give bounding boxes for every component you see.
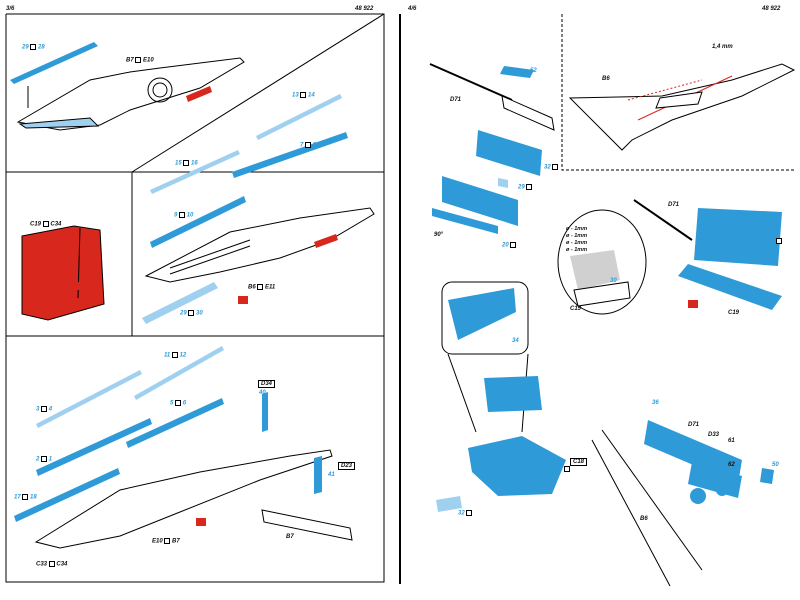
part-label: 33 — [468, 304, 475, 310]
remove-icon — [164, 538, 171, 544]
part-label: 20 — [502, 242, 517, 249]
photoetch-icon — [510, 242, 517, 248]
remove-icon — [135, 57, 142, 63]
ref-label: B7 E10 — [126, 57, 154, 64]
part-label: 52 — [530, 68, 537, 74]
part-label: 3 4 — [36, 406, 53, 413]
angle-label: 90° — [434, 232, 444, 238]
ref-label: D71 — [668, 202, 680, 208]
page-divider — [399, 14, 401, 584]
left-page: 3/6 48 922 — [5, 6, 385, 583]
part-label: 2 1 — [36, 456, 53, 463]
part-label: 29 — [518, 184, 533, 191]
ref-label: D71 — [450, 97, 462, 103]
ref-box: D34 — [258, 380, 276, 388]
ref-label: E10 B7 — [152, 538, 180, 545]
photoetch-icon — [171, 352, 178, 358]
dimension-label: 1,4 mm — [712, 44, 733, 50]
photoetch-icon — [179, 212, 186, 218]
part-label: 29 30 — [180, 310, 203, 317]
ref-label: B6 E11 — [248, 284, 276, 291]
part-label: 36 — [652, 400, 659, 406]
ref-box: D23 — [338, 462, 356, 470]
photoetch-icon — [175, 400, 182, 406]
ref-label: B6 — [602, 76, 610, 82]
photoetch-icon — [41, 456, 48, 462]
ref-label: C19 C34 — [30, 221, 62, 228]
page-code: 48 922 — [355, 6, 374, 12]
page-code: 48 922 — [762, 6, 781, 12]
part-label: 20 — [768, 238, 783, 245]
ref-label: C19 — [728, 310, 740, 316]
photoetch-icon — [22, 494, 29, 500]
photoetch-icon — [466, 510, 473, 516]
photoetch-icon — [30, 44, 37, 50]
paint-swatch — [688, 300, 698, 308]
photoetch-icon — [305, 142, 312, 148]
photoetch-icon — [183, 160, 190, 166]
part-label: 17 18 — [14, 494, 37, 501]
ref-label: D71 — [688, 422, 700, 428]
remove-icon — [42, 221, 49, 227]
ref-label: B6 — [640, 516, 648, 522]
ref-box: C18 — [570, 458, 588, 466]
part-label: 11 12 — [164, 352, 187, 359]
ref-label: C33 C34 — [36, 561, 68, 568]
part-label: 31 — [556, 466, 571, 473]
photoetch-icon — [776, 238, 783, 244]
left-diagram — [5, 13, 385, 583]
photoetch-icon — [552, 164, 559, 170]
ref-label: C19 — [570, 306, 582, 312]
photoetch-icon — [564, 466, 571, 472]
page-number: 3/6 — [6, 6, 15, 12]
photoetch-icon — [41, 406, 48, 412]
part-label: 15 16 — [175, 160, 198, 167]
part-label: 30 — [532, 390, 539, 396]
part-label: 50 — [772, 462, 779, 468]
paint-swatch — [70, 282, 80, 290]
paint-swatch — [196, 518, 206, 526]
part-label: 9 10 — [174, 212, 194, 219]
photoetch-icon — [300, 92, 307, 98]
part-label: 29 28 — [22, 44, 45, 51]
paint-swatch — [238, 296, 248, 304]
part-label: 30 — [610, 278, 617, 284]
remove-icon — [257, 284, 264, 290]
part-label: 34 — [512, 338, 519, 344]
part-label: 40 — [259, 390, 266, 396]
part-label: 41 — [328, 472, 335, 478]
part-label: 7 8 — [300, 142, 317, 149]
remove-icon — [48, 561, 55, 567]
step-number: 61 — [728, 438, 735, 444]
right-page: 4/6 48 922 — [402, 0, 800, 600]
ref-label: B7 — [286, 534, 294, 540]
part-label: 32 — [544, 164, 559, 171]
photoetch-icon — [526, 184, 533, 190]
part-label: 13 14 — [292, 92, 315, 99]
part-label: 32 — [458, 510, 473, 517]
part-label: 5 6 — [170, 400, 187, 407]
photoetch-icon — [188, 310, 195, 316]
step-number: 62 — [728, 462, 735, 468]
page-number: 4/6 — [408, 6, 417, 12]
drill-note: ø - 1mm ø - 1mm ø - 1mm ø - 1mm — [566, 226, 588, 253]
right-diagram — [429, 14, 796, 587]
ref-label: D33 — [708, 432, 720, 438]
